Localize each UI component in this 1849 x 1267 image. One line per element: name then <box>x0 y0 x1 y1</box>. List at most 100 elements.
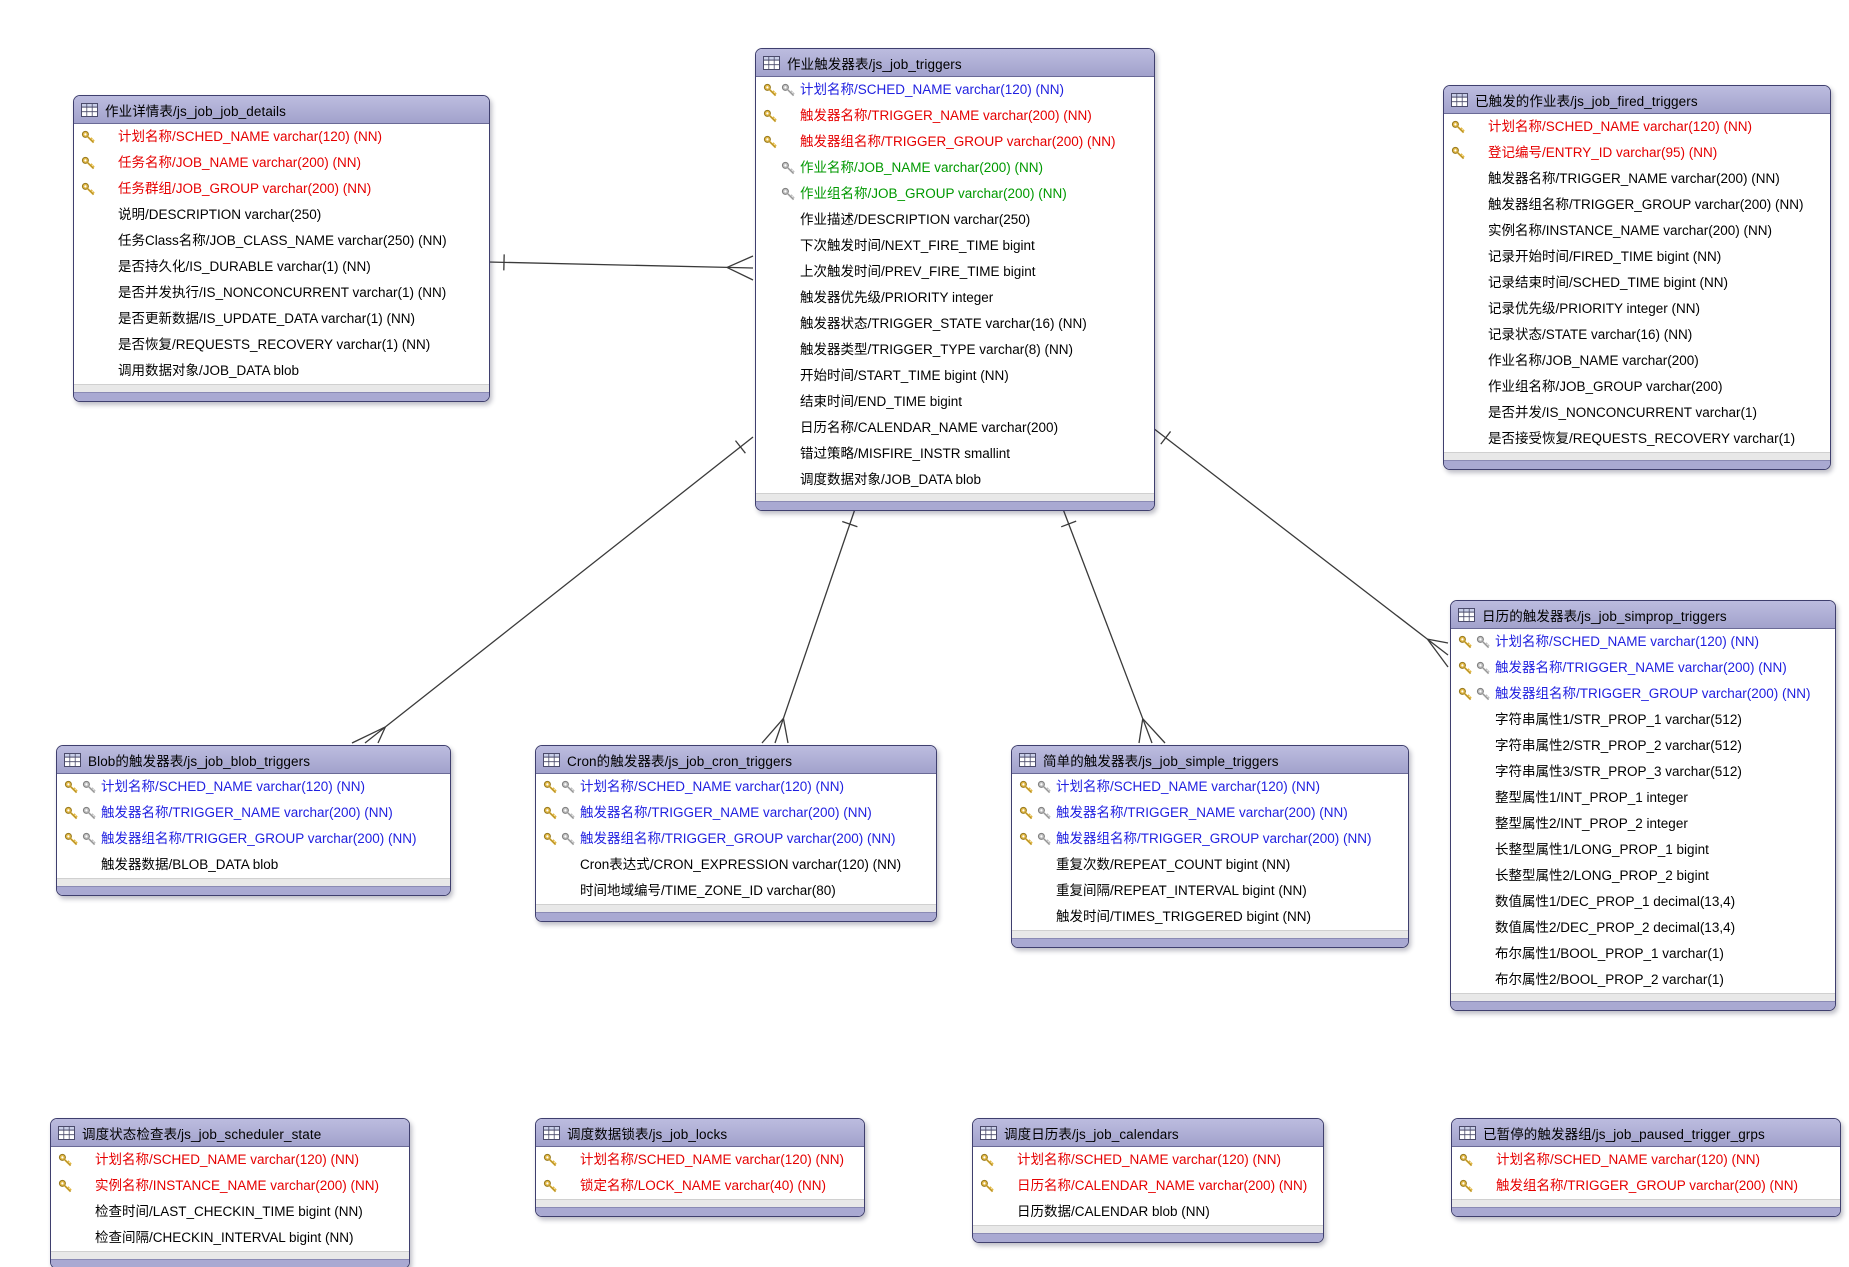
column-row[interactable]: 计划名称/SCHED_NAME varchar(120) (NN) <box>1451 629 1835 655</box>
column-row[interactable]: 说明/DESCRIPTION varchar(250) <box>74 202 489 228</box>
column-row[interactable]: 作业组名称/JOB_GROUP varchar(200) <box>1444 374 1830 400</box>
column-row[interactable]: 锁定名称/LOCK_NAME varchar(40) (NN) <box>536 1173 864 1199</box>
column-row[interactable]: 是否更新数据/IS_UPDATE_DATA varchar(1) (NN) <box>74 306 489 332</box>
table-header[interactable]: 作业详情表/js_job_job_details <box>74 96 489 124</box>
column-row[interactable]: 计划名称/SCHED_NAME varchar(120) (NN) <box>536 1147 864 1173</box>
column-row[interactable]: 字符串属性3/STR_PROP_3 varchar(512) <box>1451 759 1835 785</box>
table-header[interactable]: 已触发的作业表/js_job_fired_triggers <box>1444 86 1830 114</box>
column-row[interactable]: 上次触发时间/PREV_FIRE_TIME bigint <box>756 259 1154 285</box>
column-row[interactable]: 触发器组名称/TRIGGER_GROUP varchar(200) (NN) <box>1451 681 1835 707</box>
column-row[interactable]: 字符串属性2/STR_PROP_2 varchar(512) <box>1451 733 1835 759</box>
column-row[interactable]: 计划名称/SCHED_NAME varchar(120) (NN) <box>74 124 489 150</box>
column-row[interactable]: 开始时间/START_TIME bigint (NN) <box>756 363 1154 389</box>
column-row[interactable]: 触发器组名称/TRIGGER_GROUP varchar(200) (NN) <box>1444 192 1830 218</box>
column-row[interactable]: 检查间隔/CHECKIN_INTERVAL bigint (NN) <box>51 1225 409 1251</box>
table-header[interactable]: 调度状态检查表/js_job_scheduler_state <box>51 1119 409 1147</box>
column-row[interactable]: 调度数据对象/JOB_DATA blob <box>756 467 1154 493</box>
column-row[interactable]: 结束时间/END_TIME bigint <box>756 389 1154 415</box>
table-header[interactable]: 已暂停的触发器组/js_job_paused_trigger_grps <box>1452 1119 1840 1147</box>
column-row[interactable]: 长整型属性2/LONG_PROP_2 bigint <box>1451 863 1835 889</box>
column-row[interactable]: 触发器组名称/TRIGGER_GROUP varchar(200) (NN) <box>756 129 1154 155</box>
column-row[interactable]: 是否持久化/IS_DURABLE varchar(1) (NN) <box>74 254 489 280</box>
column-row[interactable]: 数值属性1/DEC_PROP_1 decimal(13,4) <box>1451 889 1835 915</box>
column-row[interactable]: 下次触发时间/NEXT_FIRE_TIME bigint <box>756 233 1154 259</box>
column-row[interactable]: 任务名称/JOB_NAME varchar(200) (NN) <box>74 150 489 176</box>
column-row[interactable]: 重复间隔/REPEAT_INTERVAL bigint (NN) <box>1012 878 1408 904</box>
column-row[interactable]: Cron表达式/CRON_EXPRESSION varchar(120) (NN… <box>536 852 936 878</box>
table-header[interactable]: 简单的触发器表/js_job_simple_triggers <box>1012 746 1408 774</box>
column-row[interactable]: 触发器名称/TRIGGER_NAME varchar(200) (NN) <box>1451 655 1835 681</box>
column-row[interactable]: 登记编号/ENTRY_ID varchar(95) (NN) <box>1444 140 1830 166</box>
table-header[interactable]: 作业触发器表/js_job_triggers <box>756 49 1154 77</box>
table-header[interactable]: 日历的触发器表/js_job_simprop_triggers <box>1451 601 1835 629</box>
column-row[interactable]: 实例名称/INSTANCE_NAME varchar(200) (NN) <box>51 1173 409 1199</box>
column-row[interactable]: 数值属性2/DEC_PROP_2 decimal(13,4) <box>1451 915 1835 941</box>
column-row[interactable]: 任务Class名称/JOB_CLASS_NAME varchar(250) (N… <box>74 228 489 254</box>
column-row[interactable]: 触发器状态/TRIGGER_STATE varchar(16) (NN) <box>756 311 1154 337</box>
column-row[interactable]: 触发组名称/TRIGGER_GROUP varchar(200) (NN) <box>1452 1173 1840 1199</box>
column-row[interactable]: 是否恢复/REQUESTS_RECOVERY varchar(1) (NN) <box>74 332 489 358</box>
column-row[interactable]: 记录开始时间/FIRED_TIME bigint (NN) <box>1444 244 1830 270</box>
column-row[interactable]: 计划名称/SCHED_NAME varchar(120) (NN) <box>1012 774 1408 800</box>
column-row[interactable]: 任务群组/JOB_GROUP varchar(200) (NN) <box>74 176 489 202</box>
column-row[interactable]: 计划名称/SCHED_NAME varchar(120) (NN) <box>973 1147 1323 1173</box>
column-row[interactable]: 触发器组名称/TRIGGER_GROUP varchar(200) (NN) <box>536 826 936 852</box>
column-row[interactable]: 布尔属性1/BOOL_PROP_1 varchar(1) <box>1451 941 1835 967</box>
column-row[interactable]: 作业名称/JOB_NAME varchar(200) <box>1444 348 1830 374</box>
column-row[interactable]: 触发器名称/TRIGGER_NAME varchar(200) (NN) <box>57 800 450 826</box>
column-row[interactable]: 触发器组名称/TRIGGER_GROUP varchar(200) (NN) <box>1012 826 1408 852</box>
column-row[interactable]: 实例名称/INSTANCE_NAME varchar(200) (NN) <box>1444 218 1830 244</box>
column-row[interactable]: 检查时间/LAST_CHECKIN_TIME bigint (NN) <box>51 1199 409 1225</box>
column-row[interactable]: 字符串属性1/STR_PROP_1 varchar(512) <box>1451 707 1835 733</box>
column-row[interactable]: 作业名称/JOB_NAME varchar(200) (NN) <box>756 155 1154 181</box>
table-header[interactable]: 调度数据锁表/js_job_locks <box>536 1119 864 1147</box>
column-row[interactable]: 触发器优先级/PRIORITY integer <box>756 285 1154 311</box>
column-row[interactable]: 整型属性1/INT_PROP_1 integer <box>1451 785 1835 811</box>
column-row[interactable]: 是否接受恢复/REQUESTS_RECOVERY varchar(1) <box>1444 426 1830 452</box>
table-header[interactable]: Blob的触发器表/js_job_blob_triggers <box>57 746 450 774</box>
column-row[interactable]: 时间地域编号/TIME_ZONE_ID varchar(80) <box>536 878 936 904</box>
column-row[interactable]: 触发器组名称/TRIGGER_GROUP varchar(200) (NN) <box>57 826 450 852</box>
column-row[interactable]: 整型属性2/INT_PROP_2 integer <box>1451 811 1835 837</box>
column-row[interactable]: 计划名称/SCHED_NAME varchar(120) (NN) <box>57 774 450 800</box>
column-row[interactable]: 日历名称/CALENDAR_NAME varchar(200) <box>756 415 1154 441</box>
column-row[interactable]: 记录结束时间/SCHED_TIME bigint (NN) <box>1444 270 1830 296</box>
column-row[interactable]: 记录状态/STATE varchar(16) (NN) <box>1444 322 1830 348</box>
column-row[interactable]: 是否并发/IS_NONCONCURRENT varchar(1) <box>1444 400 1830 426</box>
table-header[interactable]: Cron的触发器表/js_job_cron_triggers <box>536 746 936 774</box>
column-row[interactable]: 计划名称/SCHED_NAME varchar(120) (NN) <box>536 774 936 800</box>
column-row[interactable]: 触发器数据/BLOB_DATA blob <box>57 852 450 878</box>
column-row[interactable]: 日历数据/CALENDAR blob (NN) <box>973 1199 1323 1225</box>
column-row[interactable]: 错过策略/MISFIRE_INSTR smallint <box>756 441 1154 467</box>
table-header[interactable]: 调度日历表/js_job_calendars <box>973 1119 1323 1147</box>
column-row[interactable]: 计划名称/SCHED_NAME varchar(120) (NN) <box>756 77 1154 103</box>
column-row[interactable]: 布尔属性2/BOOL_PROP_2 varchar(1) <box>1451 967 1835 993</box>
column-row[interactable]: 触发器名称/TRIGGER_NAME varchar(200) (NN) <box>536 800 936 826</box>
column-row[interactable]: 是否并发执行/IS_NONCONCURRENT varchar(1) (NN) <box>74 280 489 306</box>
column-row[interactable]: 长整型属性1/LONG_PROP_1 bigint <box>1451 837 1835 863</box>
column-row[interactable]: 作业描述/DESCRIPTION varchar(250) <box>756 207 1154 233</box>
column-row[interactable]: 触发器名称/TRIGGER_NAME varchar(200) (NN) <box>1012 800 1408 826</box>
column-row[interactable]: 记录优先级/PRIORITY integer (NN) <box>1444 296 1830 322</box>
column-row[interactable]: 日历名称/CALENDAR_NAME varchar(200) (NN) <box>973 1173 1323 1199</box>
column-row[interactable]: 计划名称/SCHED_NAME varchar(120) (NN) <box>51 1147 409 1173</box>
column-row[interactable]: 计划名称/SCHED_NAME varchar(120) (NN) <box>1444 114 1830 140</box>
column-row[interactable]: 触发器名称/TRIGGER_NAME varchar(200) (NN) <box>756 103 1154 129</box>
column-row[interactable]: 作业组名称/JOB_GROUP varchar(200) (NN) <box>756 181 1154 207</box>
column-row[interactable]: 触发器类型/TRIGGER_TYPE varchar(8) (NN) <box>756 337 1154 363</box>
column-row[interactable]: 计划名称/SCHED_NAME varchar(120) (NN) <box>1452 1147 1840 1173</box>
column-row[interactable]: 触发时间/TIMES_TRIGGERED bigint (NN) <box>1012 904 1408 930</box>
column-row[interactable]: 调用数据对象/JOB_DATA blob <box>74 358 489 384</box>
column-row[interactable]: 重复次数/REPEAT_COUNT bigint (NN) <box>1012 852 1408 878</box>
